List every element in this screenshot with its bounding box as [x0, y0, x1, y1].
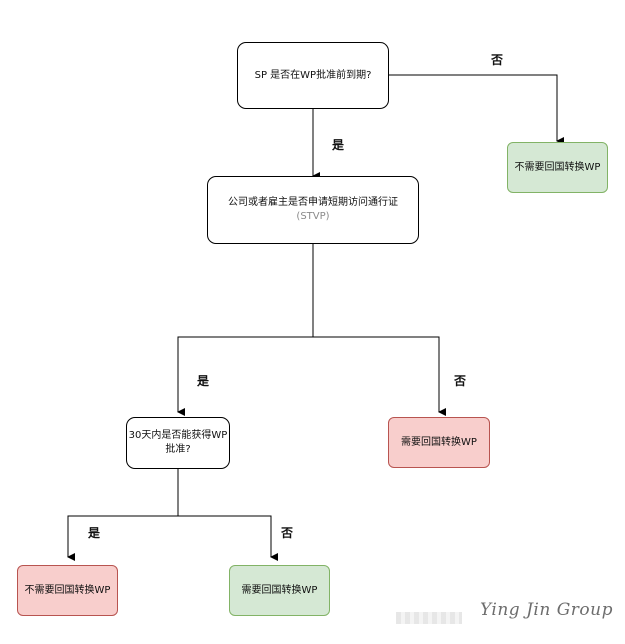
blurred-text [396, 612, 462, 624]
edge-q3-yes [67, 515, 178, 561]
decision-sp-expiry: SP 是否在WP批准前到期? [237, 42, 389, 109]
edge-label-q1-no: 否 [491, 53, 504, 67]
edge-q3-no [178, 515, 278, 561]
decision-30-days-line1: 30天内是否能获得WP [128, 430, 228, 441]
decision-stvp-line1: 公司或者雇主是否申请短期访问通行证 [228, 197, 398, 208]
result-bottom-left-no-return-text: 不需要回国转换WP [24, 584, 111, 596]
result-mid-return-text: 需要回国转换WP [401, 436, 477, 448]
edge-q2-yes [177, 336, 313, 416]
edge-label-q2-yes: 是 [197, 374, 210, 388]
decision-sp-expiry-text: SP 是否在WP批准前到期? [254, 69, 372, 81]
watermark: Ying Jin Group [480, 600, 613, 620]
result-top-no-return: 不需要回国转换WP [507, 142, 608, 193]
result-bottom-left-no-return: 不需要回国转换WP [17, 565, 118, 616]
edge-label-q3-no: 否 [281, 526, 294, 540]
edge-q2-no [313, 336, 446, 416]
decision-stvp-line2: (STVP) [296, 211, 330, 222]
edge-q1-no [388, 74, 564, 145]
result-top-no-return-text: 不需要回国转换WP [514, 161, 601, 173]
edge-label-q2-no: 否 [454, 374, 467, 388]
result-mid-return: 需要回国转换WP [388, 417, 490, 468]
decision-30-days-line2: 批准? [165, 444, 191, 455]
edge-label-q3-yes: 是 [88, 526, 101, 540]
edge-label-q1-yes: 是 [332, 138, 345, 152]
decision-stvp: 公司或者雇主是否申请短期访问通行证 (STVP) [207, 176, 419, 244]
result-bottom-right-return: 需要回国转换WP [229, 565, 330, 616]
result-bottom-right-return-text: 需要回国转换WP [241, 584, 318, 596]
decision-30-days: 30天内是否能获得WP 批准? [126, 417, 230, 469]
